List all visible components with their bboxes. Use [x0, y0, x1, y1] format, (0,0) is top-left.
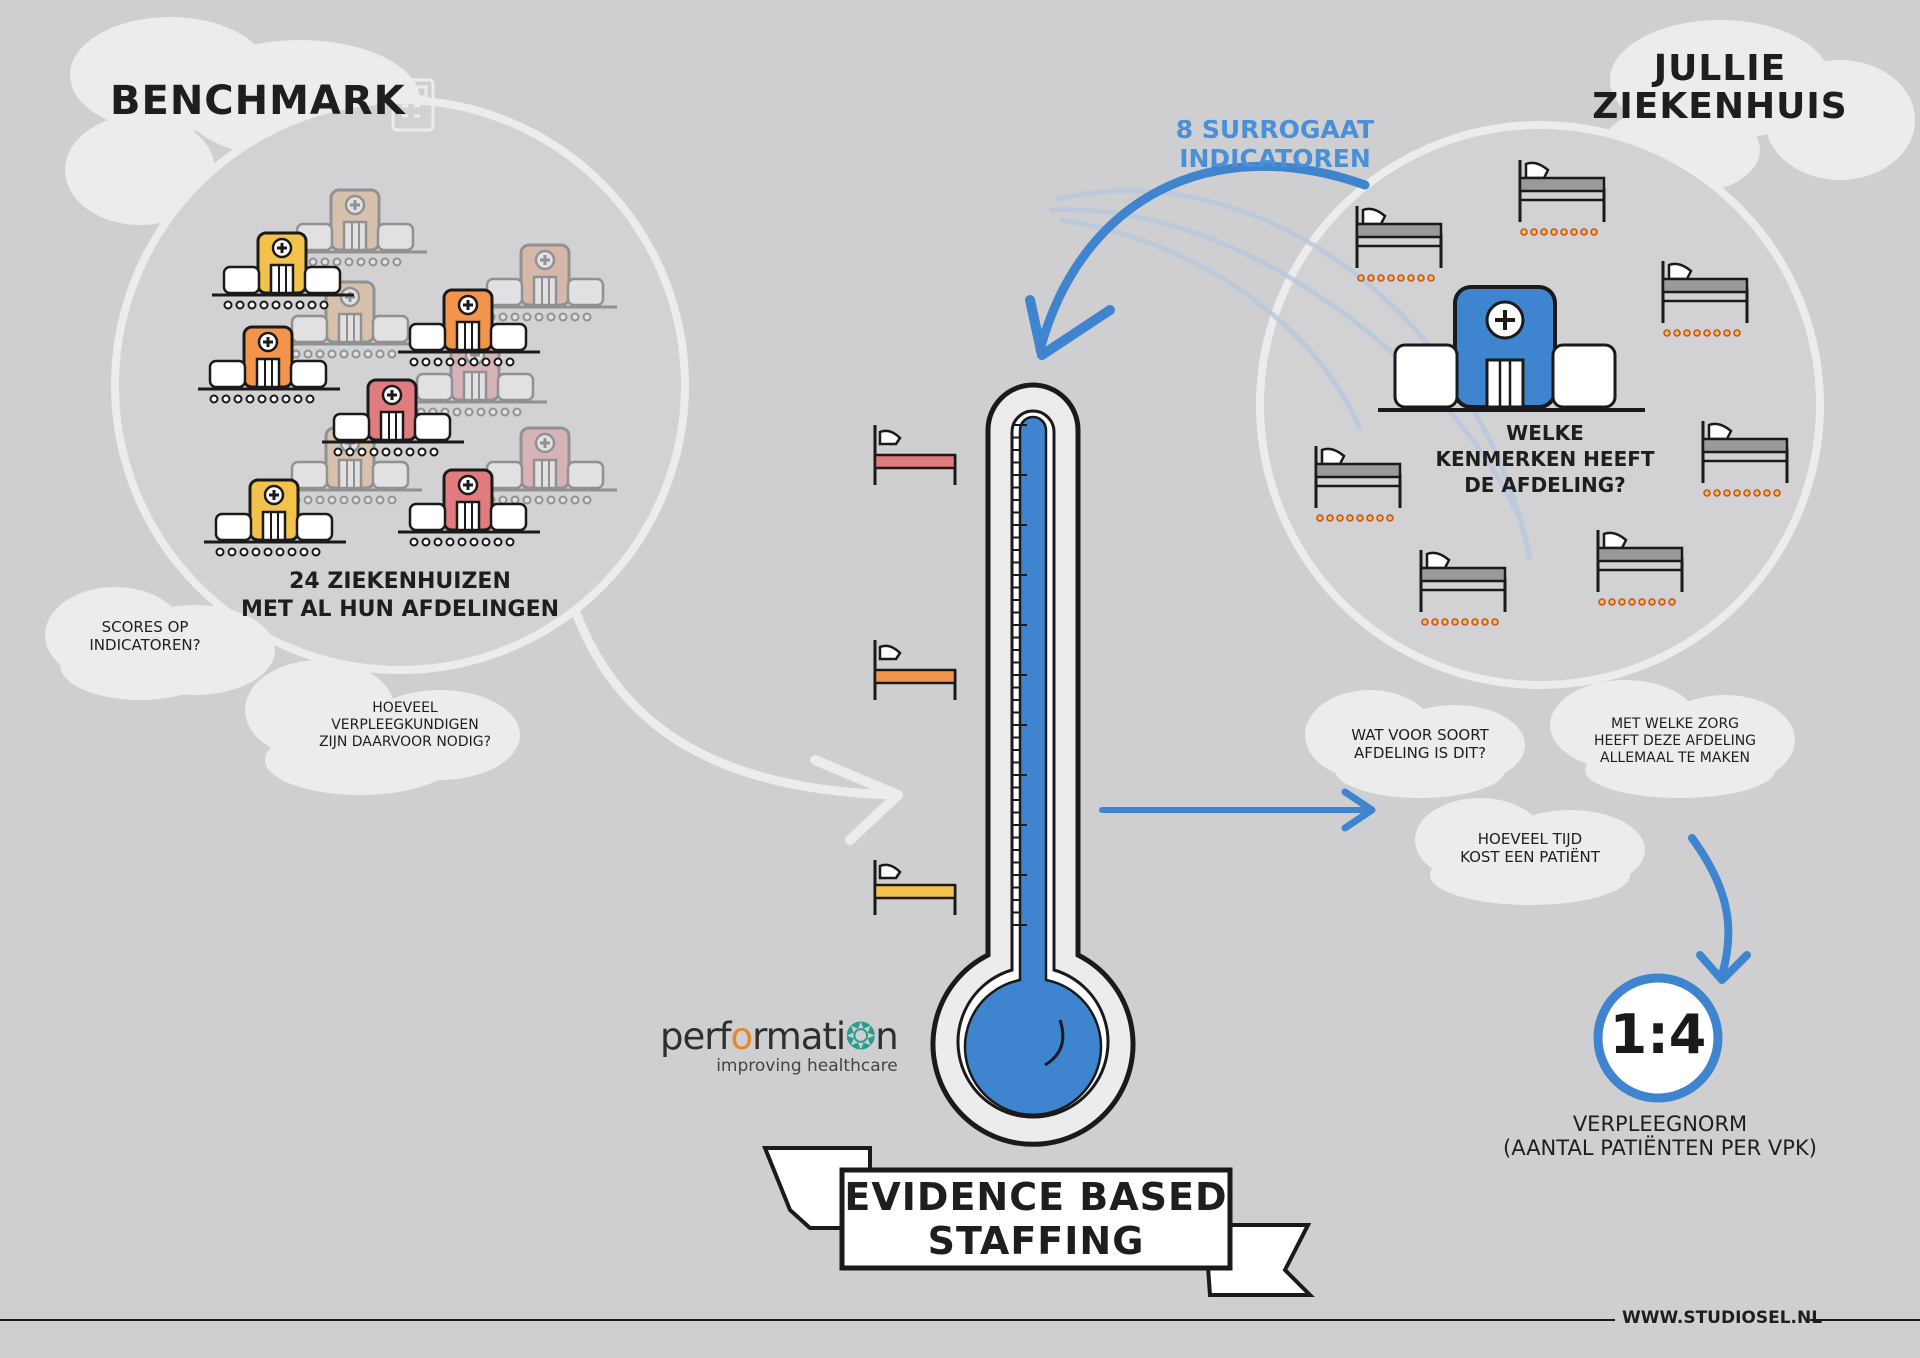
- benchmark-caption-line2: MET AL HUN AFDELINGEN: [240, 597, 560, 622]
- logo-tagline: improving healthcare: [716, 1056, 898, 1076]
- norm-badge: [1593, 973, 1723, 1103]
- hospital-question-line1: WELKE: [1506, 421, 1584, 445]
- benchmark-caption-line1: 24 ZIEKENHUIZEN: [289, 569, 511, 594]
- norm-label-line2: (AANTAL PATIËNTEN PER VPK): [1503, 1136, 1817, 1160]
- scores-line2: INDICATOREN?: [89, 636, 201, 654]
- hospital-question: WELKE KENMERKEN HEEFT DE AFDELING?: [1405, 420, 1685, 498]
- ribbon-title: EVIDENCE BASED STAFFING: [842, 1175, 1230, 1263]
- indicators-label: 8 SURROGAAT INDICATOREN: [1140, 115, 1410, 173]
- hospital-title-line1: JULLIE: [1653, 48, 1787, 89]
- care-line2: HEEFT DEZE AFDELING: [1593, 733, 1757, 749]
- care-cloud-text: MET WELKE ZORG HEEFT DEZE AFDELING ALLEM…: [1560, 716, 1790, 767]
- norm-label: VERPLEEGNORM (AANTAL PATIËNTEN PER VPK): [1455, 1112, 1865, 1160]
- ribbon: [762, 1146, 1315, 1297]
- ribbon-line2: STAFFING: [927, 1219, 1145, 1263]
- benchmark-caption: 24 ZIEKENHUIZEN MET AL HUN AFDELINGEN: [215, 568, 585, 624]
- performation-logo: performati❂n improving healthcare: [660, 1015, 899, 1076]
- nurses-line2: VERPLEEGKUNDIGEN: [331, 717, 479, 733]
- nurses-line3: ZIJN DAARVOOR NODIG?: [318, 734, 492, 750]
- scores-line1: SCORES OP: [101, 618, 189, 636]
- time-line1: HOEVEEL TIJD: [1477, 830, 1583, 848]
- logo-part4: n: [875, 1015, 898, 1058]
- hospital-title-line2: ZIEKENHUIS: [1592, 86, 1848, 127]
- bed-red: [873, 425, 957, 485]
- hospital-cloud: [1600, 20, 1915, 195]
- logo-part3: rmati: [752, 1015, 846, 1058]
- logo-wordmark: performati❂n: [660, 1015, 899, 1058]
- hospital-question-line3: DE AFDELING?: [1464, 473, 1626, 497]
- hospital-title: JULLIE ZIEKENHUIS: [1570, 50, 1870, 126]
- care-line3: ALLEMAAL TE MAKEN: [1600, 750, 1750, 766]
- benchmark-arrow: [570, 608, 896, 800]
- thermometer: [930, 382, 1136, 1147]
- type-cloud: [1305, 690, 1525, 798]
- nurses-line1: HOEVEEL: [372, 700, 438, 716]
- norm-ratio: 1:4: [1609, 1003, 1707, 1066]
- hospital-question-line2: KENMERKEN HEEFT: [1435, 447, 1655, 471]
- logo-dot-icon: ❂: [845, 1015, 876, 1058]
- ribbon-line1: EVIDENCE BASED: [844, 1175, 1228, 1219]
- type-line1: WAT VOOR SOORT: [1351, 726, 1489, 744]
- norm-arrow: [1688, 834, 1733, 979]
- norm-label-line1: VERPLEEGNORM: [1572, 1112, 1748, 1136]
- type-line2: AFDELING IS DIT?: [1353, 744, 1487, 762]
- time-cloud: [1415, 798, 1645, 905]
- nurses-cloud-text: HOEVEEL VERPLEEGKUNDIGEN ZIJN DAARVOOR N…: [270, 700, 540, 751]
- logo-part1: perf: [660, 1015, 731, 1058]
- indicators-line2: INDICATOREN: [1179, 144, 1371, 173]
- type-cloud-text: WAT VOOR SOORT AFDELING IS DIT?: [1320, 726, 1520, 762]
- care-cloud: [1550, 680, 1795, 798]
- footer-url: WWW.STUDIOSEL.NL: [1622, 1308, 1823, 1328]
- care-line1: MET WELKE ZORG: [1610, 716, 1740, 732]
- bed-orange: [873, 640, 957, 700]
- indicators-arrow: [1035, 161, 1370, 355]
- hospital-icon: [1378, 285, 1645, 412]
- time-line2: KOST EEN PATIËNT: [1460, 848, 1600, 866]
- time-cloud-text: HOEVEEL TIJD KOST EEN PATIËNT: [1430, 830, 1630, 866]
- benchmark-title: BENCHMARK: [110, 78, 406, 124]
- calculator-icon: [391, 78, 435, 132]
- scores-cloud-text: SCORES OP INDICATOREN?: [60, 618, 230, 654]
- indicators-line1: 8 SURROGAAT: [1175, 115, 1375, 144]
- bed-yellow: [873, 860, 957, 915]
- scores-cloud: [45, 587, 275, 700]
- nurses-cloud: [245, 660, 520, 795]
- logo-part2: o: [730, 1015, 754, 1058]
